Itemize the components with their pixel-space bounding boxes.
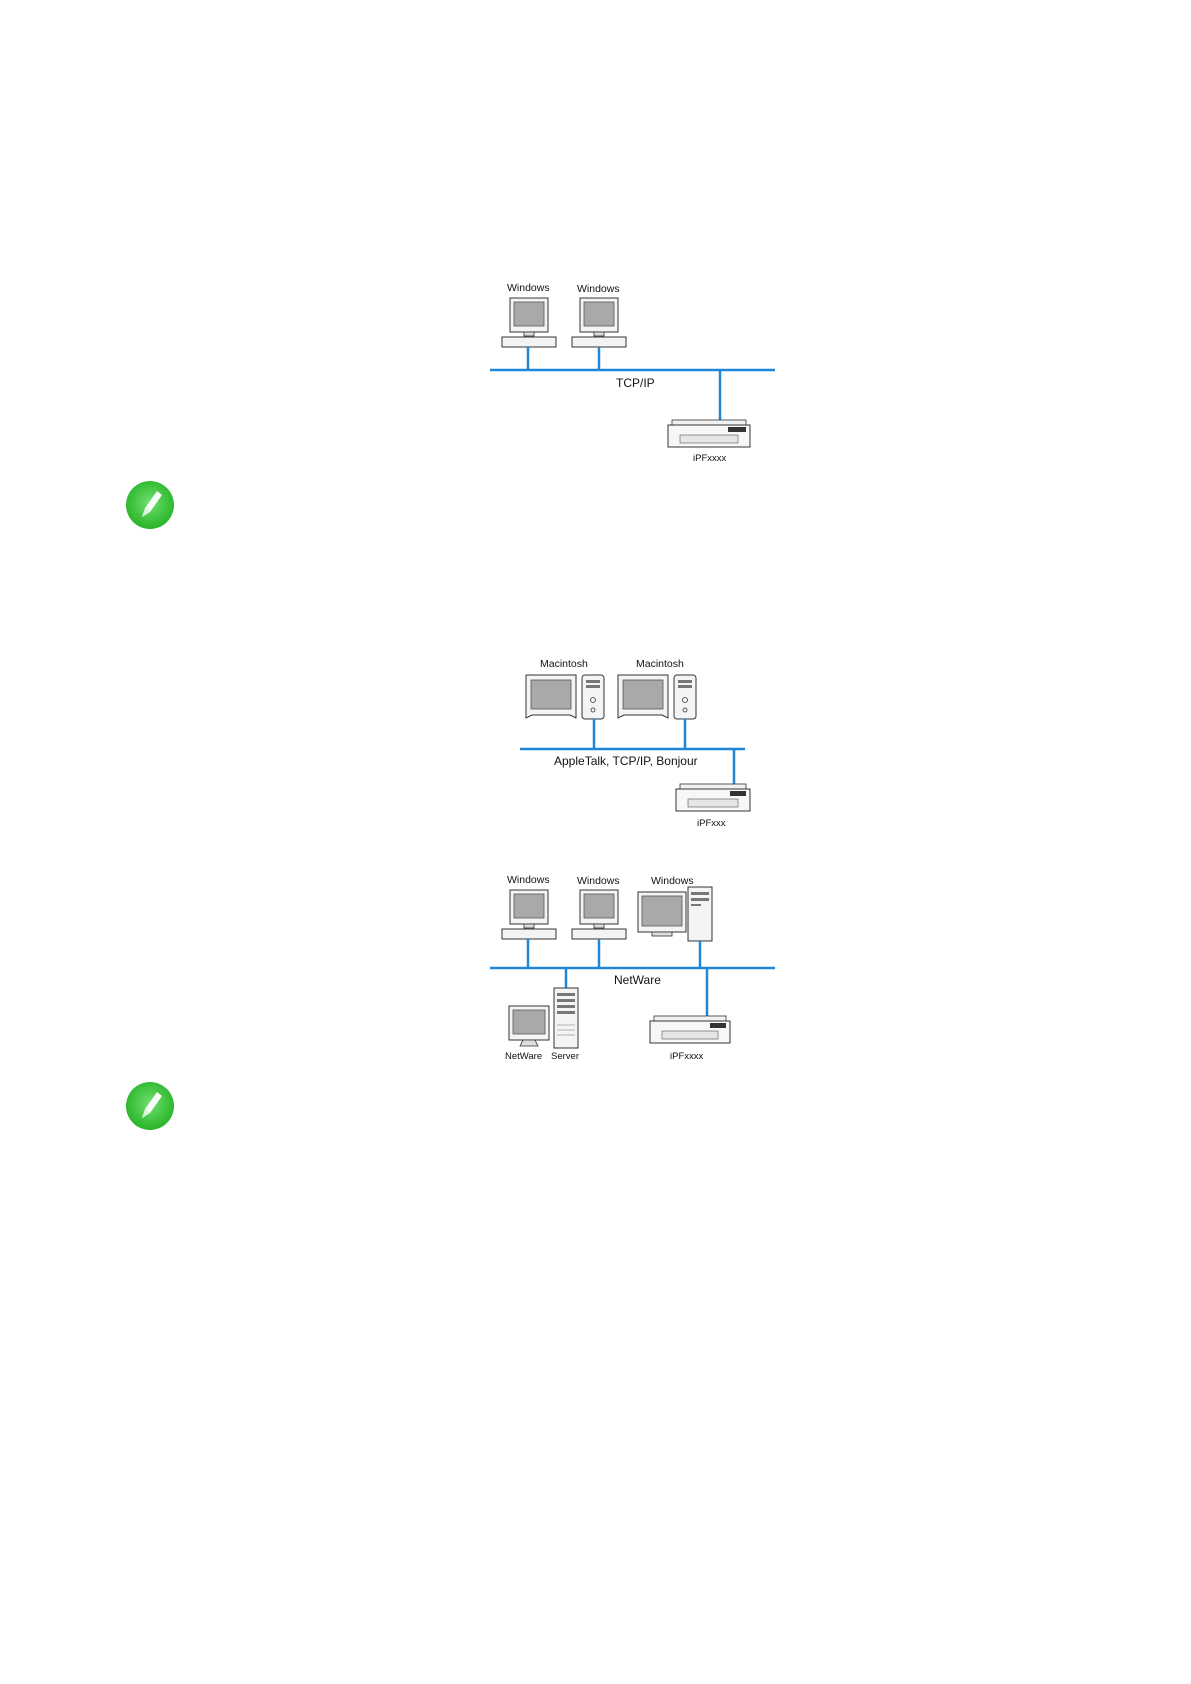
network-label: AppleTalk, TCP/IP, Bonjour — [554, 754, 698, 768]
printer: iPFxxx — [676, 784, 750, 829]
network-label: TCP/IP — [616, 376, 655, 390]
printer-label: iPFxxxx — [670, 1051, 704, 1062]
pc2-label: Windows — [577, 283, 620, 295]
server: Server — [551, 988, 579, 1062]
printer: iPFxxxx — [650, 1016, 730, 1062]
netware-label: NetWare — [505, 1051, 542, 1062]
printer: iPFxxxx — [668, 420, 750, 464]
windows-pc-1: Windows — [502, 874, 556, 939]
windows-pc-2: Windows — [572, 283, 626, 347]
macintosh-computer-2: Macintosh — [618, 658, 696, 719]
pc2-label: Windows — [577, 875, 620, 887]
netware-computer: NetWare — [505, 1006, 549, 1062]
printer-label: iPFxxxx — [693, 453, 727, 464]
windows-pc-1: Windows — [502, 282, 556, 347]
mac1-label: Macintosh — [540, 658, 588, 670]
network-label: NetWare — [614, 973, 661, 987]
pc3-label: Windows — [651, 875, 694, 887]
macintosh-computer-1: Macintosh — [526, 658, 604, 719]
pencil-note-icon — [124, 479, 176, 531]
printer-label: iPFxxx — [697, 818, 726, 829]
mac2-label: Macintosh — [636, 658, 684, 670]
windows-pc-3: Windows — [638, 875, 712, 941]
pc1-label: Windows — [507, 874, 550, 886]
windows-tcpip-network-diagram: Windows Windows TCP/IP iPFxxxx — [490, 275, 790, 475]
pc1-label: Windows — [507, 282, 550, 294]
macintosh-network-diagram: Macintosh Macintosh AppleTalk, TCP/IP, B… — [520, 655, 780, 845]
netware-network-diagram: Windows Windows Windows NetWare — [490, 870, 790, 1070]
server-label: Server — [551, 1051, 579, 1062]
pencil-note-icon — [124, 1080, 176, 1132]
windows-pc-2: Windows — [572, 875, 626, 939]
